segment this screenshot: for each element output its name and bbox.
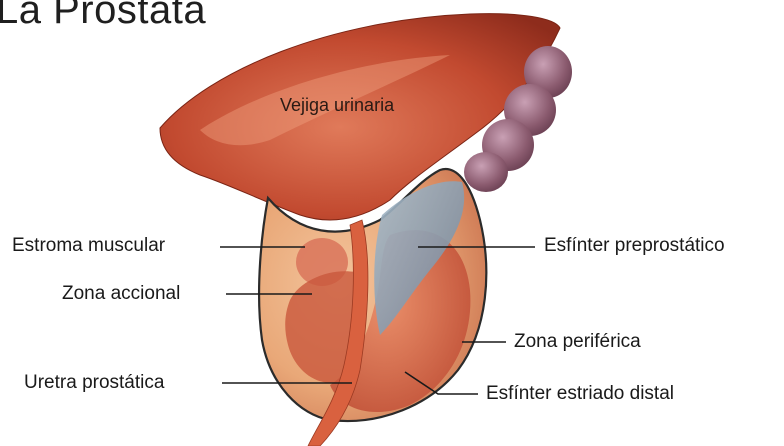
label-esfinter-estriado-distal: Esfínter estriado distal bbox=[486, 382, 674, 406]
page-title: La Prostata bbox=[0, 0, 206, 34]
bladder-shape bbox=[160, 14, 560, 220]
label-zona-periferica: Zona periférica bbox=[514, 330, 641, 354]
label-esfinter-preprostatico: Esfínter preprostático bbox=[544, 234, 725, 258]
label-uretra-prostatica: Uretra prostática bbox=[24, 371, 164, 395]
label-estroma-muscular: Estroma muscular bbox=[12, 234, 165, 258]
label-zona-accional: Zona accional bbox=[62, 282, 180, 306]
label-vejiga-urinaria: Vejiga urinaria bbox=[280, 94, 394, 116]
